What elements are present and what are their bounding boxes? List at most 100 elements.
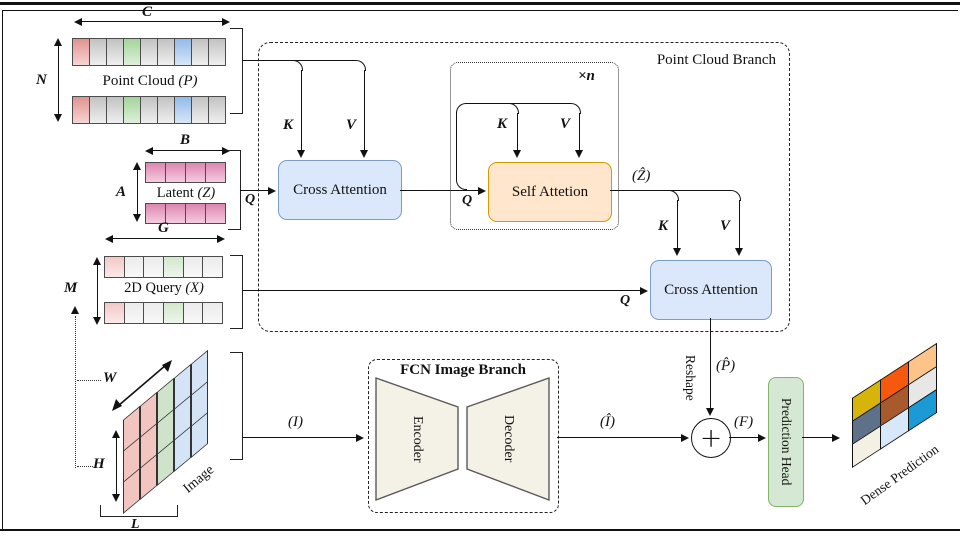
loop-v-arrowhead bbox=[574, 150, 583, 158]
pc-k-arrowhead bbox=[296, 150, 305, 158]
top-rule bbox=[0, 2, 960, 5]
w-arrow bbox=[112, 360, 172, 411]
token-cell-pale_green bbox=[163, 256, 184, 278]
encoder-label: Encoder bbox=[410, 415, 425, 463]
image-line bbox=[242, 437, 358, 438]
encoder-trapezoid bbox=[375, 377, 459, 502]
head-out-line bbox=[802, 437, 834, 438]
v-label-2: V bbox=[560, 116, 571, 132]
a-arrow bbox=[137, 166, 138, 220]
self-attention-block: Self Attetion bbox=[488, 162, 612, 222]
token-cell-gray bbox=[157, 96, 175, 124]
token-cell-pale_red bbox=[104, 302, 125, 324]
sum-node: + bbox=[691, 418, 731, 458]
sum-out-arrowhead bbox=[758, 433, 766, 442]
query-symbol: (X) bbox=[185, 280, 204, 296]
n-arrow bbox=[58, 42, 59, 120]
w-dotted-line bbox=[77, 380, 101, 381]
sa-k-arrowhead bbox=[672, 248, 681, 256]
point-cloud-symbol: (P) bbox=[178, 73, 198, 89]
token-cell-gray bbox=[106, 96, 124, 124]
g-arrow-left-head bbox=[105, 234, 113, 243]
loop-v-line bbox=[578, 113, 580, 150]
token-cell-gray bbox=[140, 96, 158, 124]
latent-label: Latent (Z) bbox=[156, 185, 216, 202]
bottom-rule bbox=[0, 529, 960, 531]
pc-v-line bbox=[363, 70, 365, 150]
b-arrow-left-head bbox=[145, 146, 153, 155]
m-arrow-up-head bbox=[92, 257, 101, 265]
z-hat-label: (Ẑ) bbox=[632, 168, 651, 184]
dim-label-c: C bbox=[142, 4, 153, 20]
ca2-out-line bbox=[709, 318, 711, 408]
token-cell-pale_gray bbox=[123, 256, 145, 278]
repeat-box bbox=[450, 62, 619, 230]
k-label-2: K bbox=[497, 116, 508, 132]
repeat-label: ×n bbox=[578, 68, 595, 84]
token-cell-red bbox=[72, 96, 90, 124]
point-cloud-row-1 bbox=[72, 38, 226, 66]
latent-q-line bbox=[240, 190, 270, 191]
v-label-1: V bbox=[346, 117, 357, 133]
decoder-label: Decoder bbox=[501, 415, 516, 463]
reshape-label: Reshape bbox=[683, 355, 698, 401]
q-label-3: Q bbox=[620, 293, 631, 308]
token-cell-blue bbox=[174, 38, 192, 66]
token-cell-gray bbox=[140, 38, 158, 66]
token-cell-red bbox=[72, 38, 90, 66]
token-cell-gray bbox=[89, 38, 107, 66]
dim-label-g: G bbox=[158, 220, 169, 236]
latent-title: Latent bbox=[156, 185, 194, 201]
query-row-1 bbox=[104, 256, 224, 278]
pc-v-arrowhead bbox=[359, 150, 368, 158]
stack-dotted-line bbox=[75, 316, 76, 468]
image-sheet-red_sheet bbox=[123, 405, 140, 514]
c-arrow-right-head bbox=[222, 17, 230, 26]
pc-k-line bbox=[300, 70, 302, 150]
token-cell-pink bbox=[165, 162, 186, 183]
dim-label-m: M bbox=[64, 280, 78, 296]
v-label-3: V bbox=[720, 218, 731, 234]
query-title: 2D Query bbox=[124, 280, 182, 296]
loop-top-left-bend bbox=[456, 103, 467, 114]
loop-left-line bbox=[456, 112, 457, 180]
token-cell-pale_green bbox=[163, 302, 184, 324]
query-label: 2D Query (X) bbox=[124, 280, 204, 297]
fcn-out-line bbox=[557, 437, 683, 438]
token-cell-pale_gray bbox=[143, 256, 165, 278]
point-cloud-label: Point Cloud (P) bbox=[102, 73, 197, 90]
query-row-2 bbox=[104, 302, 224, 324]
a-arrow-up-head bbox=[132, 162, 141, 170]
h-arrow-up-head bbox=[111, 430, 120, 438]
loop-k-line bbox=[516, 113, 518, 150]
latent-symbol: (Z) bbox=[197, 185, 216, 201]
latent-row-2 bbox=[145, 203, 226, 224]
ca2-out-arrowhead bbox=[705, 408, 714, 416]
token-cell-gray bbox=[89, 96, 107, 124]
image-bracket bbox=[230, 352, 243, 460]
l-bracket bbox=[100, 505, 178, 517]
token-cell-pale_gray bbox=[143, 302, 165, 324]
token-cell-pale_gray bbox=[123, 302, 145, 324]
token-cell-gray bbox=[157, 38, 175, 66]
point-cloud-title: Point Cloud bbox=[102, 73, 175, 89]
fcn-box bbox=[368, 359, 559, 513]
token-cell-gray bbox=[191, 38, 209, 66]
m-arrow bbox=[97, 261, 98, 319]
token-cell-blue bbox=[174, 96, 192, 124]
c-arrow-left-head bbox=[74, 17, 82, 26]
fcn-label: FCN Image Branch bbox=[400, 362, 526, 378]
token-cell-pale_red bbox=[104, 256, 125, 278]
dim-label-a: A bbox=[116, 184, 127, 200]
q-label-2: Q bbox=[462, 193, 473, 208]
i-hat-label: (Î) bbox=[600, 414, 615, 430]
token-cell-pink bbox=[185, 203, 206, 224]
query-q-arrowhead bbox=[640, 286, 648, 295]
latent-q-arrowhead bbox=[268, 186, 276, 195]
b-arrow bbox=[149, 150, 224, 151]
query-q-line bbox=[242, 290, 640, 291]
k-label-3: K bbox=[658, 218, 669, 234]
sa-v-line bbox=[738, 200, 740, 248]
ca1-sa-arrowhead bbox=[478, 186, 486, 195]
c-arrow bbox=[78, 21, 224, 22]
